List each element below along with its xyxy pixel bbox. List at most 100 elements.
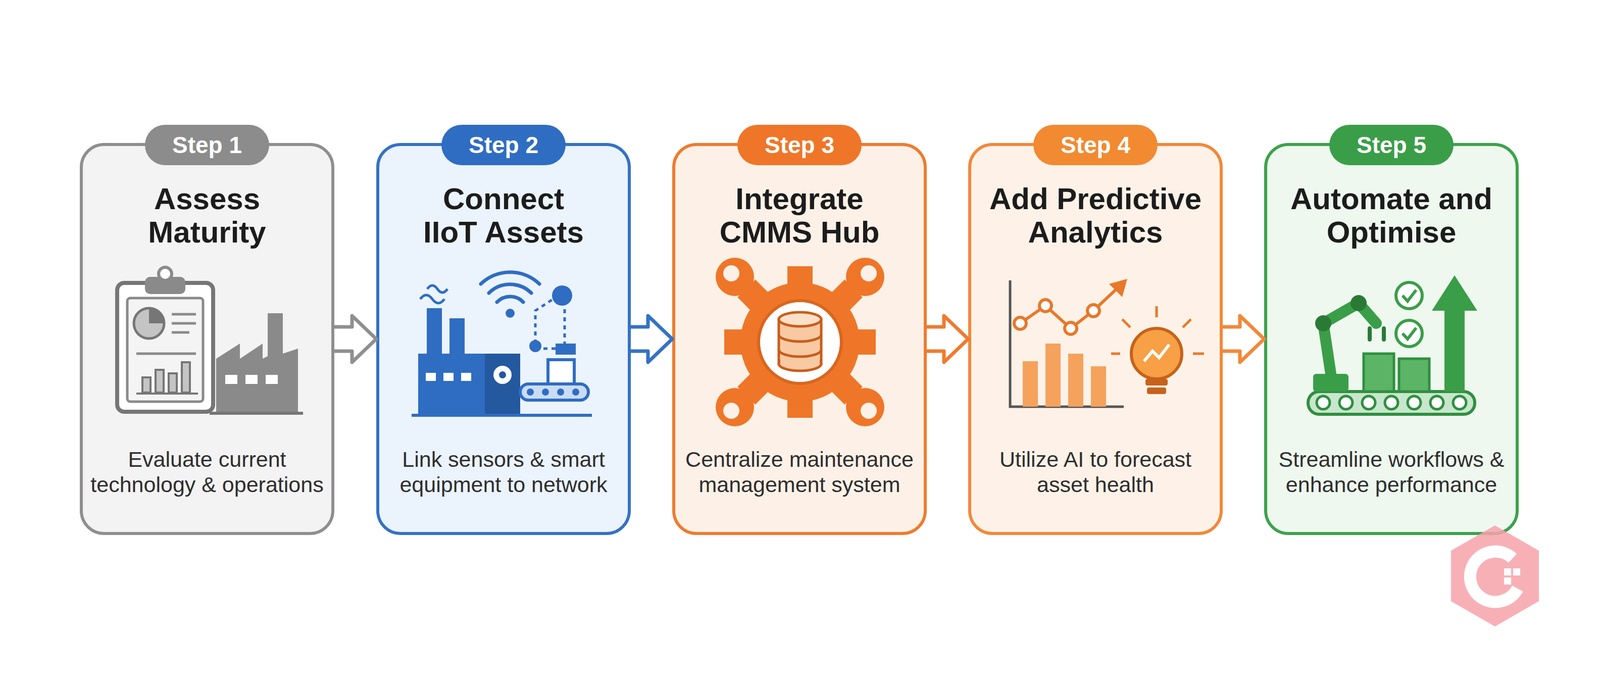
- step-title: Automate and Optimise: [1275, 182, 1508, 249]
- analytics-icon-part: [1143, 344, 1170, 362]
- watermark-logo-part: [1504, 568, 1512, 576]
- automation-icon-part: [1316, 395, 1330, 410]
- analytics-icon-part: [1122, 319, 1131, 328]
- assessment-icon-part: [245, 374, 258, 384]
- step-label: Step 2: [468, 131, 539, 159]
- analytics-icon-part: [1010, 280, 1124, 407]
- step-label: Step 5: [1356, 131, 1427, 159]
- watermark-logo-part: [1513, 568, 1521, 576]
- assessment-icon-part: [171, 331, 190, 334]
- analytics-icon-part: [1145, 378, 1168, 386]
- step-title: Integrate CMMS Hub: [693, 182, 906, 249]
- automation-icon: [1308, 275, 1478, 415]
- arrow-body: [334, 315, 377, 363]
- assessment-icon-part: [181, 362, 190, 393]
- watermark-logo-part: [1451, 525, 1539, 627]
- analytics-icon-part: [1146, 387, 1167, 394]
- automation-icon-part: [1323, 303, 1377, 374]
- arrow-outline: [1222, 315, 1265, 363]
- step-description: Evaluate current technology & operations: [88, 446, 326, 497]
- iiot-icon-part: [498, 371, 507, 379]
- iiot-icon-part: [493, 365, 512, 384]
- assessment-icon-part: [127, 297, 204, 402]
- cmms-icon-part: [826, 368, 863, 405]
- assessment-icon-part: [144, 276, 186, 294]
- analytics-icon-part: [1014, 317, 1027, 330]
- cmms-icon: [715, 257, 885, 427]
- step-badge: Step 5: [1329, 124, 1454, 166]
- iiot-icon-part: [552, 285, 573, 306]
- analytics-icon-part: [1111, 352, 1121, 356]
- iiot-icon-part: [443, 372, 454, 381]
- automation-icon-part: [1363, 353, 1394, 392]
- iiot-icon-part: [555, 343, 576, 355]
- automation-icon-part: [1398, 358, 1430, 392]
- analytics-icon: [1010, 278, 1205, 407]
- automation-icon-part: [1362, 395, 1376, 410]
- iiot-icon-part: [420, 294, 445, 304]
- cmms-icon-part: [758, 300, 842, 384]
- automation-icon-part: [1402, 289, 1417, 302]
- step-badge: Step 3: [737, 124, 862, 166]
- automation-icon-part: [1350, 294, 1367, 312]
- flow-arrow: [1222, 315, 1265, 363]
- watermark-logo-part: [1470, 551, 1518, 603]
- step-title: Connect IIoT Assets: [417, 182, 590, 249]
- assessment-icon-part: [209, 411, 304, 415]
- analytics-icon-part: [1087, 304, 1100, 317]
- cmms-icon-part: [723, 402, 740, 419]
- cmms-icon-part: [737, 368, 774, 405]
- cmms-icon-part: [740, 282, 860, 402]
- cmms-icon-part: [778, 349, 822, 357]
- flow-arrow: [926, 315, 969, 363]
- analytics-icon-part: [1192, 352, 1205, 356]
- iiot-icon-part: [572, 388, 580, 396]
- analytics-icon-part: [1068, 353, 1084, 407]
- step-title: Assess Maturity: [101, 182, 314, 249]
- iiot-icon-part: [480, 272, 540, 284]
- step-description: Utilize AI to forecast asset health: [976, 446, 1215, 497]
- flow-arrow: [334, 315, 377, 363]
- automation-icon-part: [1395, 282, 1423, 309]
- watermark-logo: [1451, 525, 1539, 627]
- cmms-icon-part: [724, 329, 750, 355]
- iiot-icon-part: [427, 285, 448, 293]
- step-label: Step 4: [1060, 131, 1131, 159]
- iiot-icon-part: [526, 388, 534, 396]
- assessment-icon-part: [168, 373, 177, 393]
- cmms-icon-part: [778, 356, 822, 371]
- arrow-body: [630, 315, 673, 363]
- step-card: Assess MaturityEvaluate current technolo…: [79, 142, 335, 535]
- step-description: Streamline workflows & enhance performan…: [1272, 446, 1511, 497]
- iiot-icon-part: [535, 298, 554, 344]
- analytics-icon-part: [1109, 278, 1128, 297]
- watermark-logo-part: [1504, 577, 1512, 585]
- automation-icon-part: [1395, 320, 1423, 347]
- iiot-icon-part: [535, 305, 565, 349]
- iiot-icon: [411, 272, 592, 416]
- cmms-icon-part: [850, 329, 876, 355]
- cmms-icon-part: [787, 266, 813, 292]
- automation-icon-part: [1339, 395, 1353, 410]
- analytics-icon-part: [1155, 306, 1159, 318]
- automation-icon-part: [1308, 391, 1475, 415]
- analytics-icon-part: [1131, 328, 1182, 379]
- arrow-outline: [334, 315, 377, 363]
- assessment-icon-part: [142, 377, 151, 393]
- cmms-icon-part: [715, 257, 755, 296]
- arrow-body: [1222, 315, 1265, 363]
- step-card: Automate and OptimiseStreamline workflow…: [1264, 142, 1519, 535]
- analytics-icon-part: [1020, 286, 1119, 329]
- iiot-icon-part: [426, 308, 442, 359]
- cmms-icon-part: [787, 392, 813, 418]
- assessment-icon-part: [136, 392, 198, 395]
- analytics-icon-part: [1022, 361, 1038, 407]
- cmms-icon-part: [737, 279, 774, 316]
- cmms-icon-part: [826, 279, 863, 316]
- cmms-icon-part: [845, 387, 885, 427]
- iiot-icon-part: [520, 383, 589, 400]
- automation-icon-part: [1431, 275, 1478, 392]
